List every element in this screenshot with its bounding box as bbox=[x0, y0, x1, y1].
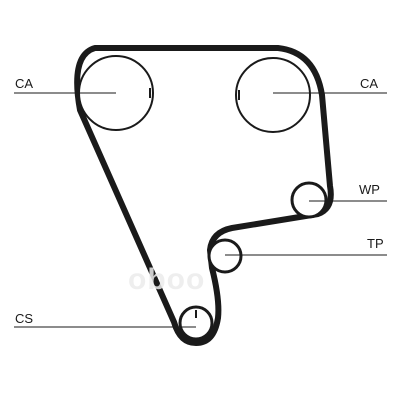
label-camshaft-left: CA bbox=[15, 76, 34, 91]
crankshaft-pulley bbox=[178, 305, 214, 341]
label-water-pump: WP bbox=[359, 182, 380, 197]
label-crankshaft: CS bbox=[15, 311, 34, 326]
timing-belt bbox=[74, 45, 334, 346]
camshaft-pulley-right bbox=[235, 57, 311, 133]
label-tensioner: TP bbox=[367, 236, 384, 251]
water-pump-pulley bbox=[290, 181, 328, 219]
tensioner-pulley bbox=[207, 238, 243, 274]
label-camshaft-right: CA bbox=[360, 76, 379, 91]
watermark-logo: oboo bbox=[128, 263, 206, 296]
